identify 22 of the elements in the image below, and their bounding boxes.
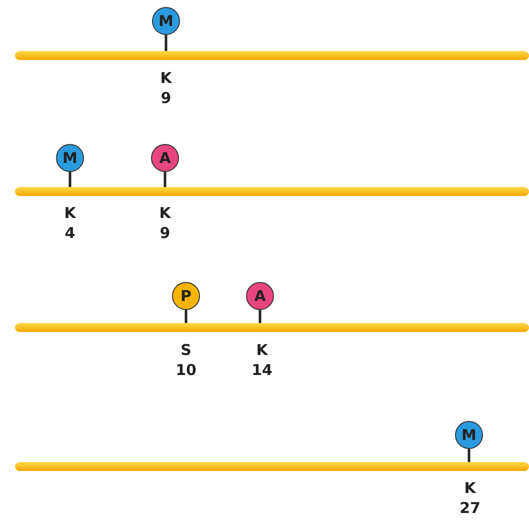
stem-line [164,172,166,187]
tail-bar [15,187,529,196]
tail-bar [15,51,529,60]
stem-line [184,310,188,323]
stem-line [164,35,168,51]
stem-line [468,449,470,462]
residue-label: K 4 [64,203,76,243]
residue-label: K 9 [160,68,172,108]
modification-circle: P [172,282,200,310]
residue-label: K 9 [159,203,171,243]
modification-circle: M [152,7,180,35]
stem-line [258,310,262,323]
residue-label: K 27 [460,478,480,518]
modification-circle: M [455,421,483,449]
modification-circle: A [151,144,179,172]
modification-circle: M [56,144,84,172]
tail-bar [15,323,529,332]
residue-label: S 10 [176,340,196,380]
stem-line [68,172,72,187]
tail-bar [15,462,529,471]
modification-circle: A [246,282,274,310]
residue-label: K 14 [252,340,272,380]
